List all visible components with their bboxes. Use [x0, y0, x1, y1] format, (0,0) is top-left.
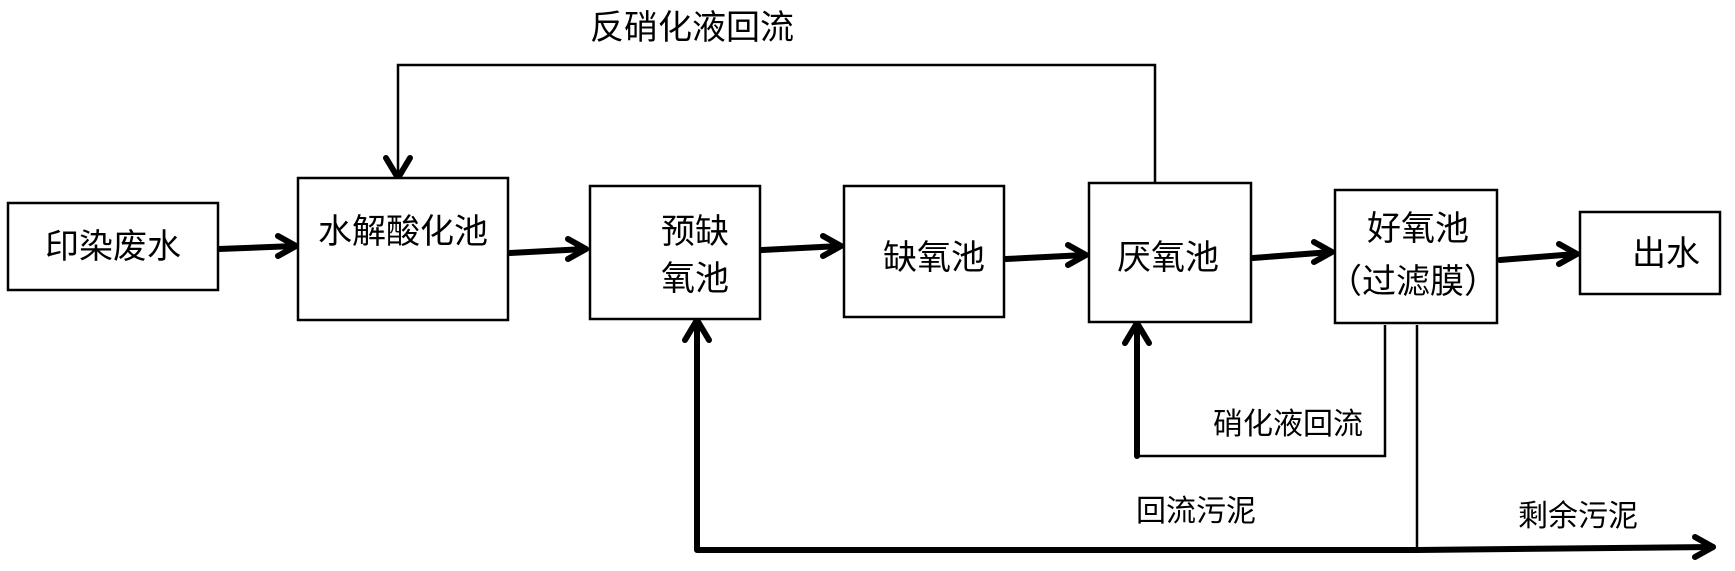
- arrowhead-preanoxic: [565, 236, 589, 262]
- label-excess-sludge: 剩余污泥: [1518, 499, 1638, 534]
- box-pre-anoxic-label-line2: 氧池: [661, 259, 729, 299]
- arrowhead-hydrolysis: [275, 233, 299, 259]
- arrowhead-anaerobic: [1065, 242, 1089, 268]
- box-pre-anoxic: 预缺 氧池: [588, 184, 762, 321]
- box-anoxic-label: 缺氧池: [883, 238, 985, 278]
- excess-sludge-line: [1414, 544, 1716, 553]
- arrow-preanoxic-to-anoxic: [759, 243, 843, 253]
- box-effluent: 出水: [1578, 210, 1722, 296]
- arrowhead-effluent: [1556, 241, 1580, 267]
- box-wastewater-label: 印染废水: [45, 227, 181, 267]
- label-sludge-return: 回流污泥: [1136, 494, 1256, 529]
- arrow-wastewater-to-hydrolysis: [216, 243, 298, 252]
- arrowhead-aerobic: [1311, 239, 1335, 265]
- box-anaerobic-label: 厌氧池: [1117, 238, 1219, 278]
- arrow-anoxic-to-anaerobic: [1003, 252, 1088, 262]
- box-aerobic-label-line2: （过滤膜）: [1328, 262, 1498, 302]
- box-effluent-label: 出水: [1632, 234, 1700, 274]
- arrowhead-anoxic: [820, 233, 844, 259]
- arrow-hydrolysis-to-preanoxic: [507, 246, 588, 256]
- box-hydrolysis-acidification: 水解酸化池: [296, 176, 510, 322]
- box-hydrolysis-label: 水解酸化池: [318, 212, 488, 252]
- box-pre-anoxic-label-line1: 预缺: [661, 212, 729, 252]
- arrow-anaerobic-to-aerobic: [1250, 249, 1334, 261]
- box-anaerobic: 厌氧池: [1087, 181, 1253, 324]
- sludge-return-line: [694, 319, 1420, 553]
- denitrification-return-line: [396, 63, 1157, 183]
- label-nitrification-return: 硝化液回流: [1213, 407, 1363, 442]
- box-wastewater: 印染废水: [6, 201, 220, 292]
- label-denitrification-return: 反硝化液回流: [590, 8, 794, 48]
- nitrification-return-thin-line: [1137, 325, 1387, 458]
- arrow-aerobic-to-effluent: [1497, 251, 1579, 263]
- box-aerobic-membrane: 好氧池 （过滤膜）: [1328, 188, 1499, 325]
- box-anoxic: 缺氧池: [842, 184, 1006, 319]
- connectors: [216, 63, 1716, 560]
- box-aerobic-label-line1: 好氧池: [1367, 209, 1469, 249]
- excess-sludge-arrowhead: [1692, 534, 1716, 560]
